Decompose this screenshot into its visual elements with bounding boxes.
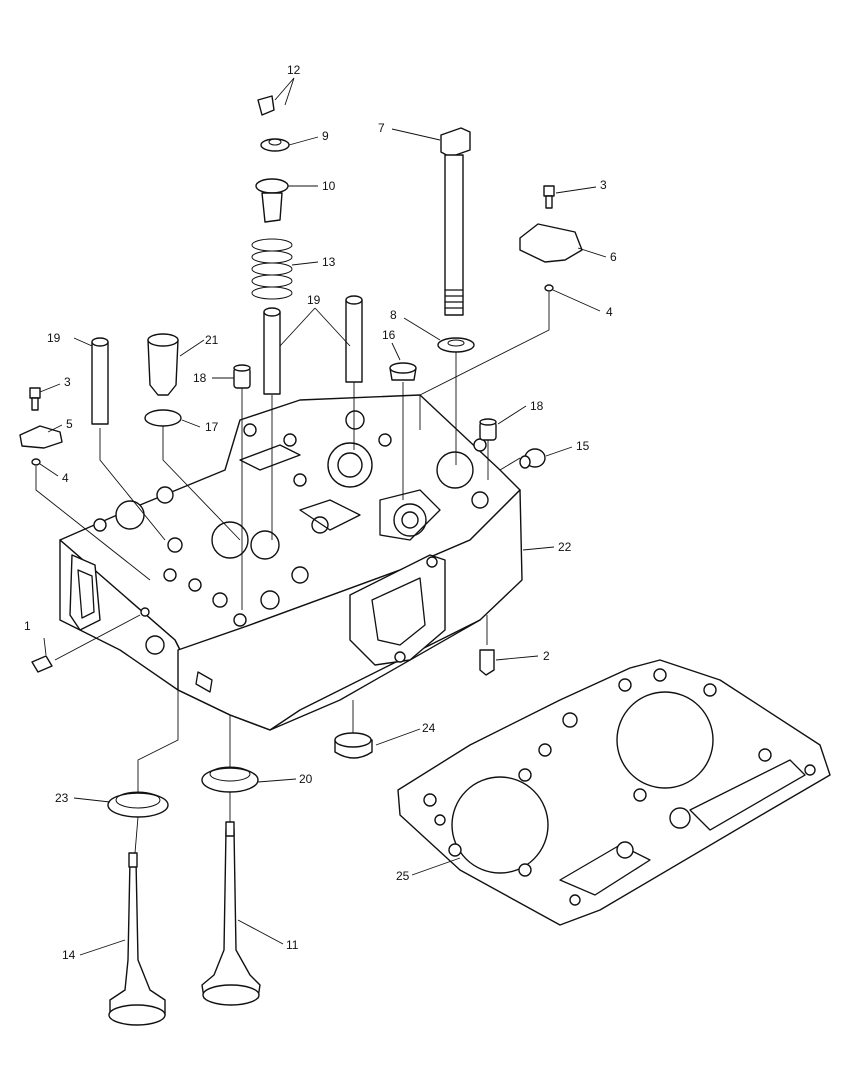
leader-lines [39,77,607,956]
callout-24: 24 [422,721,436,735]
cup-plug-right [479,418,497,441]
callout-4-right: 4 [606,305,613,319]
intake-valve [108,852,166,1026]
exhaust-valve [201,821,261,1006]
injector-sleeve [147,333,179,396]
valve-rotator [255,178,289,223]
valve-guide-center [263,307,281,395]
callout-23: 23 [55,791,69,805]
callout-8: 8 [390,308,397,322]
cylinder-head [59,394,523,731]
expansion-plug [334,732,373,759]
valve-guide-left [91,337,109,425]
capscrew-left [29,387,41,411]
callout-3-left: 3 [64,375,71,389]
crosshead-guide-left [19,425,63,449]
valve-seat-23 [107,791,169,818]
plug-left [31,655,53,673]
callout-22: 22 [558,540,572,554]
callout-21: 21 [205,333,219,347]
injector-insert [389,362,417,381]
valve-seat-20 [201,766,259,793]
o-ring [144,409,182,427]
callout-11: 11 [286,938,299,952]
callout-3-right: 3 [600,178,607,192]
valve-keepers [257,95,275,116]
valve-guide-right [345,295,363,383]
callout-2: 2 [543,649,550,663]
callout-16: 16 [382,328,396,342]
capscrew-right [543,185,555,209]
callout-9: 9 [322,129,329,143]
assembly-lines [35,292,550,854]
cup-plug-left [233,364,251,389]
head-gasket [397,659,831,926]
valve-spring [251,238,293,300]
callout-12: 12 [287,63,301,77]
callout-17: 17 [205,420,219,434]
callout-5: 5 [66,417,73,431]
callout-19-center: 19 [307,293,321,307]
callout-15: 15 [576,439,590,453]
callout-19-left: 19 [47,331,61,345]
callout-20: 20 [299,772,313,786]
callout-1: 1 [24,619,31,633]
head-bolt [440,127,471,316]
callout-6: 6 [610,250,617,264]
callout-7: 7 [378,121,385,135]
callout-25: 25 [396,869,410,883]
crosshead-guide-right [519,223,583,263]
seal-ring-left [31,458,41,466]
seal-ring-right [544,284,554,292]
callout-18-left: 18 [193,371,207,385]
callouts: 1 2 3 3 4 4 5 6 7 8 9 10 11 12 13 14 15 … [24,63,617,962]
spring-retainer [260,138,290,152]
pipe-plug [519,448,546,469]
fitting [479,649,495,676]
callout-18-right: 18 [530,399,544,413]
bolt-washer [437,337,475,353]
callout-10: 10 [322,179,336,193]
callout-14: 14 [62,948,76,962]
callout-4-left: 4 [62,471,69,485]
callout-13: 13 [322,255,336,269]
